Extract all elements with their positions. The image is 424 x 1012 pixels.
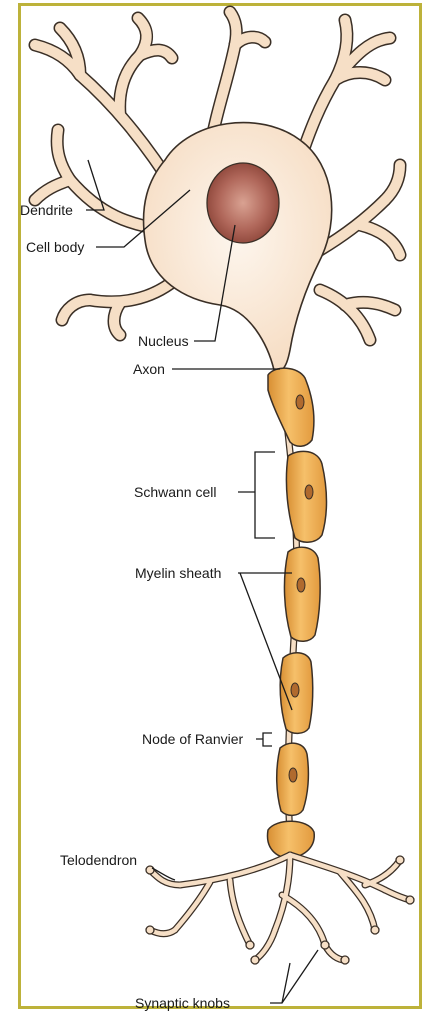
telodendron	[150, 855, 410, 960]
label-telodendron: Telodendron	[60, 852, 137, 868]
schwann-cell-bracket	[238, 452, 275, 538]
synaptic-knobs-leader	[270, 950, 318, 1003]
myelin-sheath	[268, 368, 327, 858]
label-cell-body: Cell body	[26, 239, 84, 255]
label-schwann-cell: Schwann cell	[134, 484, 217, 500]
myelin-segment	[284, 547, 320, 641]
nucleus	[207, 163, 279, 243]
label-node-of-ranvier: Node of Ranvier	[142, 731, 244, 747]
node-of-ranvier-bracket	[256, 733, 272, 746]
label-dendrite: Dendrite	[20, 202, 73, 218]
label-axon: Axon	[133, 361, 165, 377]
label-nucleus: Nucleus	[138, 333, 189, 349]
myelin-segment	[268, 368, 314, 446]
label-myelin-sheath: Myelin sheath	[135, 565, 221, 581]
label-synaptic-knobs: Synaptic knobs	[135, 995, 230, 1011]
